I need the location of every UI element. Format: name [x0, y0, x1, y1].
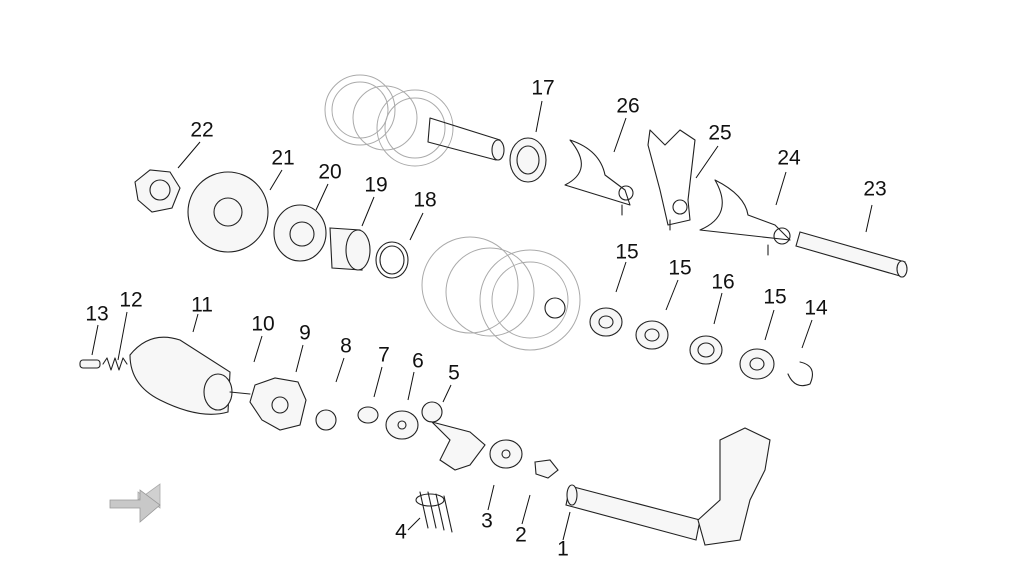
callout-15a: 15 — [615, 240, 639, 264]
callout-5: 5 — [448, 361, 460, 385]
callout-18: 18 — [413, 188, 437, 212]
callout-23: 23 — [863, 177, 887, 201]
callout-15c: 15 — [763, 285, 787, 309]
washer-7 — [357, 406, 379, 424]
shift-shaft-1 — [565, 427, 771, 546]
shift-fork-26 — [564, 139, 634, 216]
callout-10: 10 — [251, 312, 275, 336]
nut-22 — [134, 169, 181, 213]
upper-shaft — [427, 117, 505, 161]
callout-6: 6 — [412, 349, 424, 373]
arrow-icon — [109, 483, 161, 523]
spring-12 — [102, 357, 128, 371]
shift-fork-24 — [699, 179, 791, 256]
callout-19: 19 — [364, 173, 388, 197]
callout-25: 25 — [708, 121, 732, 145]
callout-1: 1 — [557, 537, 569, 561]
roller-6 — [385, 410, 419, 440]
sprocket-21 — [187, 171, 269, 253]
callout-24: 24 — [777, 146, 801, 170]
callout-12: 12 — [119, 288, 143, 312]
fork-rod-23 — [795, 231, 908, 278]
lock-washer-20 — [273, 204, 327, 262]
lower-gear-cluster — [421, 236, 581, 351]
callout-14: 14 — [804, 296, 828, 320]
pin-13 — [79, 359, 101, 369]
spring-4 — [415, 491, 453, 533]
shift-fork-25 — [647, 129, 696, 231]
callout-2: 2 — [515, 523, 527, 547]
bearing-17 — [509, 137, 547, 183]
screw-8 — [315, 409, 337, 431]
washer-3 — [489, 439, 523, 469]
washer-15a — [589, 307, 623, 337]
callout-15b: 15 — [668, 256, 692, 280]
callout-17: 17 — [531, 76, 555, 100]
selector-drum-11 — [129, 336, 251, 415]
callout-22: 22 — [190, 118, 214, 142]
washer-15b — [635, 320, 669, 350]
o-ring-18 — [375, 241, 409, 279]
bushing-19 — [329, 227, 371, 271]
bolt-2 — [534, 459, 559, 479]
callout-4: 4 — [395, 520, 407, 544]
circlip-14 — [787, 361, 813, 387]
callout-8: 8 — [340, 334, 352, 358]
callout-7: 7 — [378, 343, 390, 367]
callout-21: 21 — [271, 146, 295, 170]
callout-11: 11 — [191, 293, 213, 317]
detent-lever-5 — [421, 401, 486, 471]
upper-gear-cluster — [324, 74, 454, 167]
callout-16: 16 — [711, 270, 735, 294]
callout-13: 13 — [85, 302, 109, 326]
callout-20: 20 — [318, 160, 342, 184]
leader-lines — [91, 100, 873, 541]
star-plate-9 — [249, 377, 307, 431]
callout-26: 26 — [616, 94, 640, 118]
washer-15c — [739, 348, 775, 380]
callout-9: 9 — [299, 321, 311, 345]
callout-3: 3 — [481, 509, 493, 533]
bearing-16 — [689, 335, 723, 365]
